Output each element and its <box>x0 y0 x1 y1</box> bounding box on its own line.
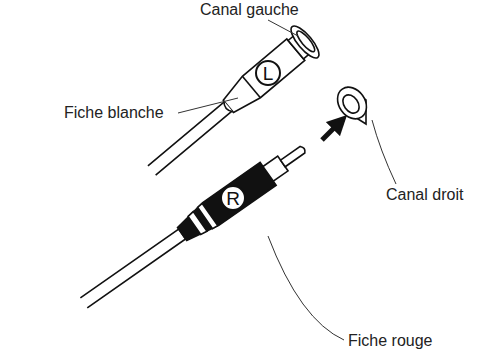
right-jack <box>332 82 373 125</box>
channel-letter: R <box>226 189 240 208</box>
channel-badge: R <box>220 185 246 211</box>
part-label: Canal droit <box>384 186 465 204</box>
part-label: Fiche rouge <box>346 332 435 350</box>
leader-lines <box>178 20 396 340</box>
insert-arrow <box>322 122 340 140</box>
channel-badge: L <box>255 60 281 86</box>
channel-letter: L <box>263 64 274 83</box>
red-plug <box>76 137 312 314</box>
part-label: Canal gauche <box>198 1 301 19</box>
white-plug <box>139 22 323 186</box>
part-label: Fiche blanche <box>62 104 166 122</box>
